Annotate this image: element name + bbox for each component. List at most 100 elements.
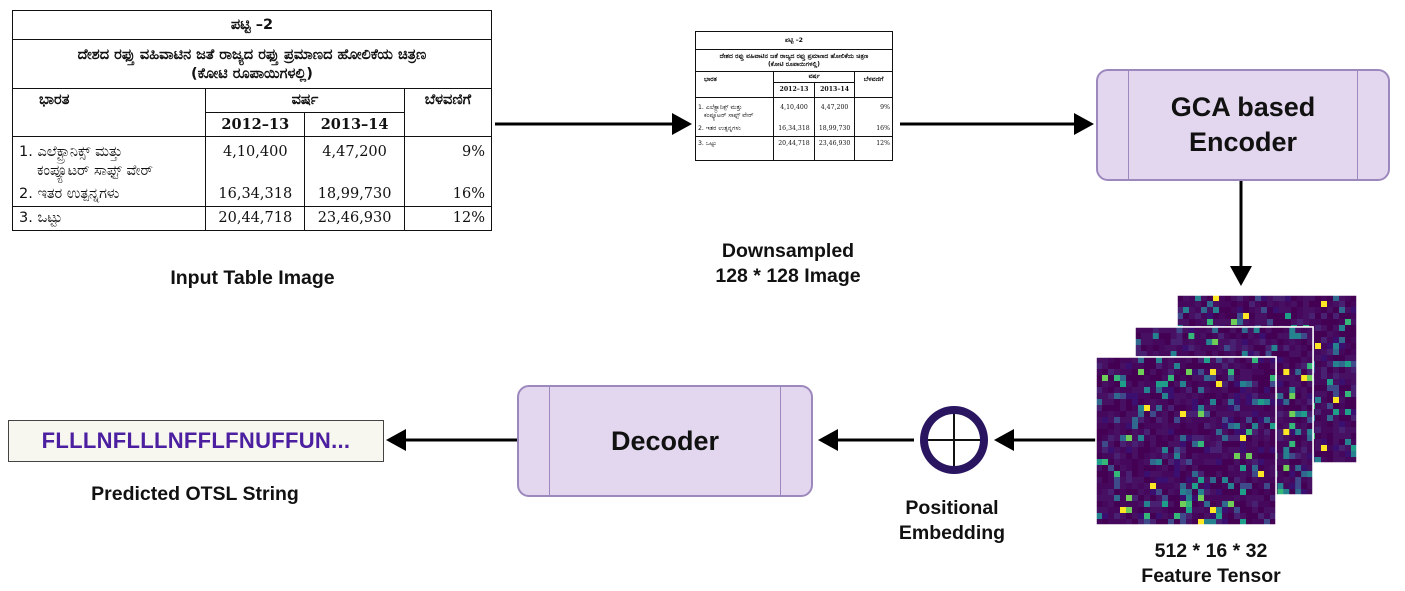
feature-map-cell (1246, 477, 1253, 484)
feature-map-cell (1255, 295, 1262, 302)
feature-map-cell (1198, 423, 1205, 430)
feature-map-cell (1229, 345, 1237, 352)
feature-map-cell (1144, 429, 1151, 436)
feature-map-cell (1270, 465, 1277, 472)
feature-map-cell (1144, 435, 1151, 442)
feature-map-cell (1188, 327, 1195, 334)
feature-map-cell (1186, 477, 1193, 484)
feature-map-cell (1301, 447, 1308, 454)
feature-map-cell (1102, 405, 1109, 412)
feature-map-cell (1204, 471, 1211, 478)
feature-map-cell (1170, 339, 1177, 346)
feature-map-cell (1218, 345, 1225, 352)
feature-map-cell (1289, 471, 1296, 478)
feature-map-cell (1102, 453, 1109, 460)
feature-map-cell (1279, 307, 1286, 314)
feature-map-cell (1186, 369, 1193, 376)
feature-map-cell (1120, 387, 1127, 394)
feature-map-cell (1174, 459, 1181, 466)
feature-map-cell (1228, 507, 1235, 514)
feature-map-cell (1177, 301, 1184, 308)
feature-map-cell (1222, 465, 1229, 472)
feature-tensor-caption: 512 * 16 * 32 Feature Tensor (1118, 539, 1304, 589)
feature-map-cell (1180, 381, 1187, 388)
feature-map-cell (1216, 453, 1223, 460)
feature-map-cell (1327, 319, 1334, 326)
feature-map-cell (1237, 295, 1244, 302)
feature-tensor-stack (1095, 294, 1358, 526)
feature-map-cell (1246, 423, 1253, 430)
feature-map-cell (1174, 453, 1181, 460)
feature-map-cell (1228, 411, 1235, 418)
feature-map-cell (1198, 489, 1205, 496)
feature-map-cell (1252, 501, 1259, 508)
feature-map-cell (1108, 459, 1115, 466)
feature-map-cell (1289, 423, 1296, 430)
feature-map-cell (1120, 369, 1127, 376)
feature-map-cell (1120, 483, 1127, 490)
feature-map-cell (1228, 387, 1235, 394)
feature-map-cell (1126, 507, 1133, 514)
feature-map-cell (1108, 357, 1115, 364)
feature-map-cell (1264, 447, 1271, 454)
feature-map-cell (1096, 471, 1103, 478)
feature-map-cell (1150, 495, 1157, 502)
feature-map-cell (1180, 393, 1187, 400)
feature-map-cell (1345, 421, 1352, 428)
feature-map-cell (1156, 429, 1163, 436)
feature-map-cell (1144, 453, 1151, 460)
feature-map-cell (1102, 447, 1109, 454)
feature-map-cell (1114, 483, 1121, 490)
feature-map-cell (1277, 357, 1284, 364)
feature-map-cell (1345, 415, 1352, 422)
feature-map-cell (1150, 453, 1157, 460)
feature-map-cell (1168, 417, 1175, 424)
feature-map-cell (1258, 387, 1265, 394)
feature-map-cell (1216, 393, 1223, 400)
feature-map-cell (1183, 295, 1190, 302)
header-year-1: 2012–13 (205, 112, 306, 137)
feature-map-cell (1114, 507, 1121, 514)
feature-map-cell (1201, 307, 1208, 314)
feature-map-cell (1176, 327, 1183, 334)
feature-map-cell (1180, 369, 1187, 376)
feature-map-cell (1168, 357, 1175, 364)
feature-map-cell (1174, 369, 1181, 376)
feature-map-cell (1246, 417, 1253, 424)
feature-map-cell (1303, 295, 1310, 302)
feature-map-cell (1333, 403, 1340, 410)
feature-map-cell (1270, 375, 1277, 382)
feature-map-cell (1307, 393, 1314, 400)
feature-map-cell (1096, 453, 1103, 460)
feature-map-cell (1180, 387, 1187, 394)
feature-map-cell (1120, 507, 1127, 514)
feature-map-cell (1307, 417, 1314, 424)
feature-map-cell (1114, 435, 1121, 442)
feature-map-cell (1252, 381, 1259, 388)
feature-map-cell (1132, 417, 1139, 424)
feature-map-cell (1192, 519, 1199, 526)
feature-map-cell (1216, 459, 1223, 466)
feature-map-cell (1198, 471, 1205, 478)
feature-map-cell (1270, 399, 1277, 406)
feature-map-cell (1327, 403, 1334, 410)
feature-map-cell (1210, 465, 1217, 472)
otsl-string: FLLLNFLLLNFFLFNUFFUN... (41, 428, 351, 453)
feature-map-cell (1144, 459, 1151, 466)
feature-tensor-caption-line1: 512 * 16 * 32 (1154, 540, 1268, 562)
feature-map-cell (1126, 411, 1133, 418)
feature-map-cell (1265, 351, 1272, 358)
feature-map-cell (1271, 333, 1278, 340)
feature-map-cell (1289, 477, 1296, 484)
feature-map-cell (1258, 435, 1265, 442)
feature-map-cell (1240, 357, 1247, 364)
feature-map-cell (1152, 333, 1160, 340)
feature-map-cell (1234, 507, 1241, 514)
feature-map-cell (1198, 453, 1205, 460)
feature-map-cell (1333, 373, 1340, 380)
feature-map-cell (1315, 331, 1322, 338)
feature-map-cell (1240, 507, 1247, 514)
feature-map-cell (1174, 471, 1181, 478)
feature-map-cell (1216, 357, 1223, 364)
feature-map-cell (1174, 417, 1181, 424)
